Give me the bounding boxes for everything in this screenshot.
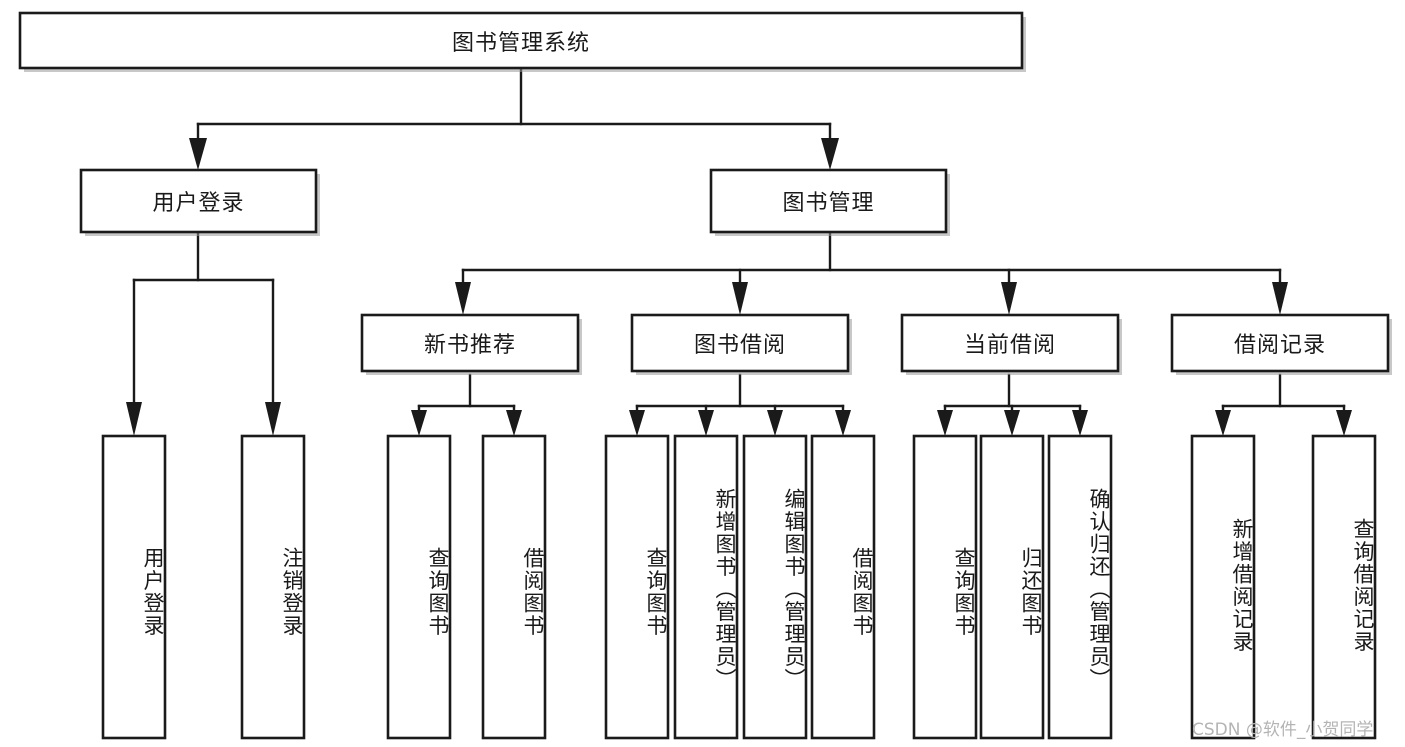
node-box-leaf-logout[interactable] [240, 434, 306, 740]
arrowhead-record-query [1336, 410, 1352, 436]
node-box-leaf-borrow-query[interactable] [604, 434, 670, 740]
arrowhead-newbook-query [411, 410, 427, 436]
arrowhead-leaf-logout [265, 402, 281, 436]
arrowhead-leaf-user-login [126, 402, 142, 436]
node-box-leaf-user-login[interactable] [101, 434, 167, 740]
arrowhead-current-confirm [1072, 410, 1088, 436]
node-box-current-borrow[interactable] [900, 313, 1120, 373]
arrowhead-bookborrow-edit [767, 410, 783, 436]
connector-group-new-book [411, 373, 522, 436]
node-box-root[interactable] [18, 11, 1024, 70]
arrowhead-bookborrow-add [698, 410, 714, 436]
connector-group-borrow-record [1215, 373, 1352, 436]
arrowhead-borrow-record [1272, 282, 1288, 315]
node-box-book-borrow[interactable] [630, 313, 850, 373]
connector-group-root [189, 66, 839, 170]
node-box-user-login[interactable] [79, 168, 318, 234]
node-box-leaf-record-query[interactable] [1311, 434, 1377, 740]
node-box-leaf-newbook-query[interactable] [386, 434, 452, 740]
node-box-leaf-current-query[interactable] [912, 434, 978, 740]
arrowhead-newbook-borrow [506, 410, 522, 436]
node-box-new-book[interactable] [360, 313, 580, 373]
node-box-leaf-record-add[interactable] [1190, 434, 1256, 740]
connector-group-book-mgmt [455, 230, 1288, 315]
node-box-book-mgmt[interactable] [709, 168, 948, 234]
node-box-borrow-record[interactable] [1170, 313, 1390, 373]
arrowhead-current-return [1004, 410, 1020, 436]
arrowhead-current-borrow [1001, 282, 1017, 315]
arrowhead-book-mgmt [821, 138, 839, 170]
node-box-leaf-borrow-add[interactable] [673, 434, 739, 740]
connector-group-user-login [126, 230, 281, 436]
arrowhead-bookborrow-query [629, 410, 645, 436]
node-box-leaf-borrow-lend[interactable] [810, 434, 876, 740]
node-box-leaf-newbook-borrow[interactable] [481, 434, 547, 740]
node-box-leaf-current-return[interactable] [979, 434, 1045, 740]
arrowhead-user-login [189, 138, 207, 170]
connector-group-book-borrow [629, 373, 851, 436]
arrowhead-new-book [455, 282, 471, 315]
node-box-leaf-current-confirm[interactable] [1047, 434, 1113, 740]
node-box-leaf-borrow-edit[interactable] [742, 434, 808, 740]
arrowhead-bookborrow-lend [835, 410, 851, 436]
arrowhead-book-borrow [732, 282, 748, 315]
arrowhead-record-add [1215, 410, 1231, 436]
arrowhead-current-query [937, 410, 953, 436]
connector-group-current-borrow [937, 373, 1088, 436]
